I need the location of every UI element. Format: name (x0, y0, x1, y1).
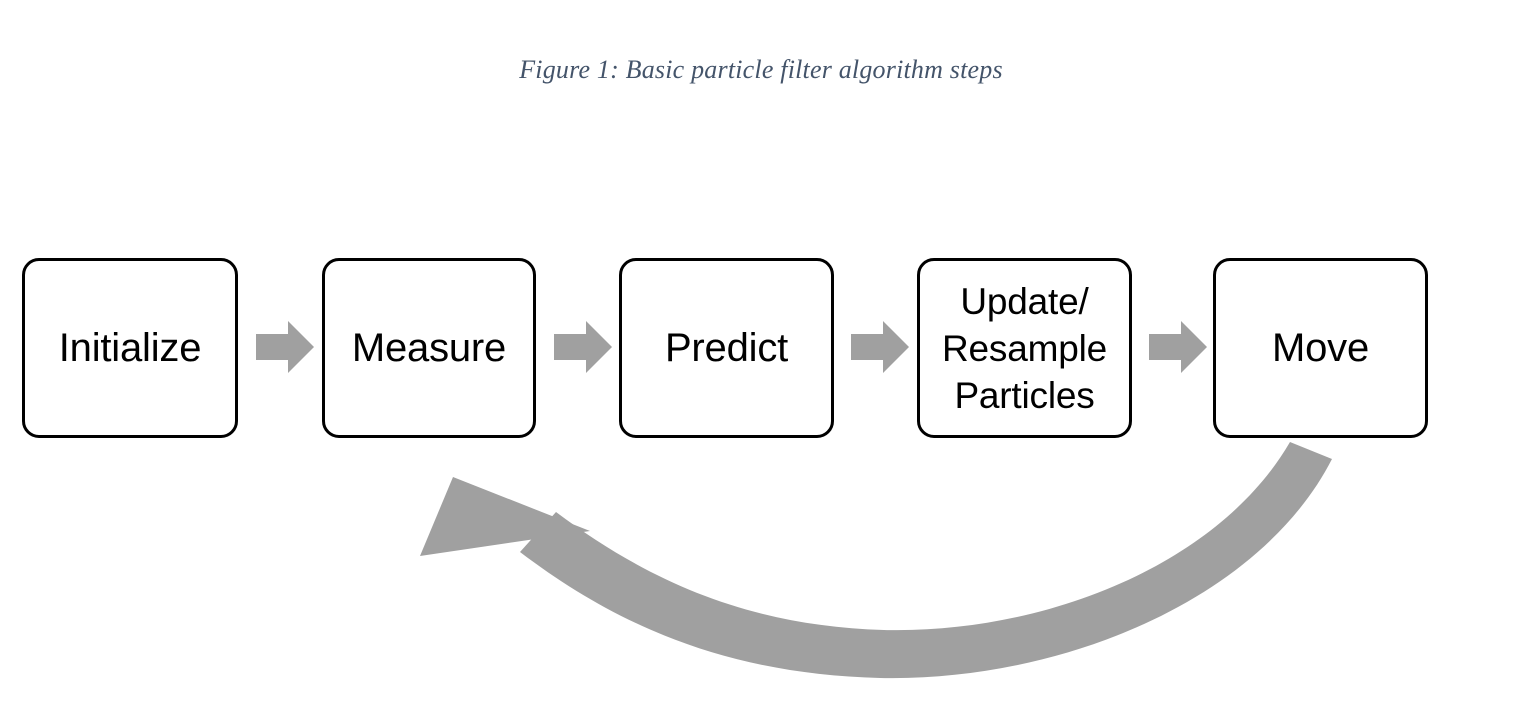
figure-caption: Figure 1: Basic particle filter algorith… (519, 55, 1003, 84)
right-arrow-icon (1149, 321, 1207, 373)
flow-box-label: Initialize (58, 326, 202, 370)
flow-box-label: Update/ Resample Particles (942, 280, 1107, 416)
flow-box-update-resample-particles[interactable]: Update/ Resample Particles (917, 258, 1132, 438)
flow-box-label: Predict (664, 326, 789, 370)
flow-box-predict[interactable]: Predict (619, 258, 834, 438)
flow-box-initialize[interactable]: Initialize (22, 258, 238, 438)
right-arrow-icon (256, 321, 314, 373)
right-arrow-icon (851, 321, 909, 373)
flow-box-measure[interactable]: Measure (322, 258, 536, 438)
right-arrow-icon (554, 321, 612, 373)
flow-box-label: Measure (351, 326, 507, 370)
flow-box-move[interactable]: Move (1213, 258, 1428, 438)
flow-box-label: Move (1271, 326, 1369, 370)
